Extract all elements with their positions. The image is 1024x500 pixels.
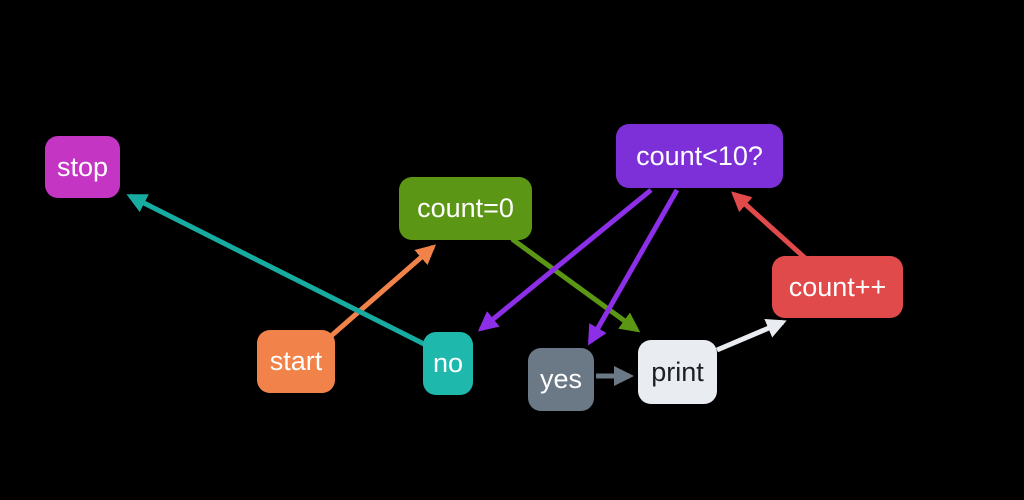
edge-condition-to-no xyxy=(477,188,653,332)
node-no: no xyxy=(423,332,473,395)
node-condition: count<10? xyxy=(616,124,783,188)
node-print: print xyxy=(638,340,717,404)
edge-print-to-increment xyxy=(716,319,787,353)
node-stop-label: stop xyxy=(56,151,109,182)
node-stop: stop xyxy=(45,136,120,198)
node-count-init: count=0 xyxy=(399,177,532,240)
node-increment: count++ xyxy=(772,256,903,318)
node-start: start xyxy=(257,330,335,393)
node-condition-label: count<10? xyxy=(636,140,763,171)
node-yes-label: yes xyxy=(539,364,583,394)
edge-start-to-count-init xyxy=(329,244,437,338)
node-count-init-label: count=0 xyxy=(417,193,514,223)
node-print-label: print xyxy=(651,356,704,387)
edge-increment-to-condition xyxy=(731,191,807,260)
edge-condition-to-yes xyxy=(587,188,680,346)
node-start-label: start xyxy=(269,346,323,376)
node-yes: yes xyxy=(528,348,594,411)
edge-count-init-to-print xyxy=(510,236,641,333)
node-increment-label: count++ xyxy=(788,271,887,302)
edge-no-to-stop xyxy=(126,193,426,347)
node-no-label: no xyxy=(432,348,464,378)
